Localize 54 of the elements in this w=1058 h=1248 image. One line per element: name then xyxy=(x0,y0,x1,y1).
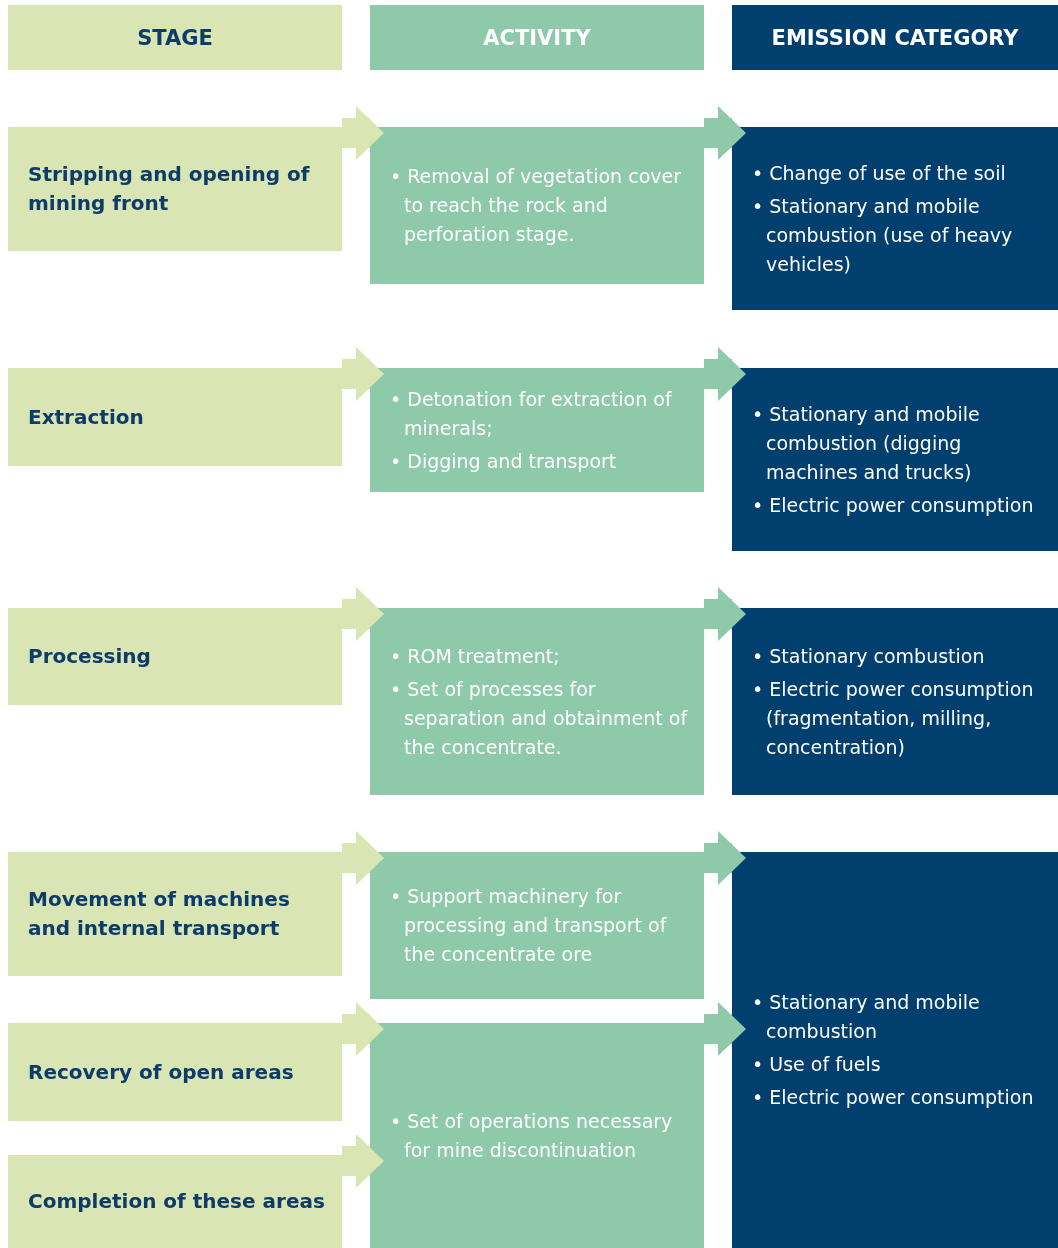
stage-box xyxy=(8,127,342,251)
emission-box xyxy=(732,368,1058,551)
stage-box xyxy=(8,852,342,976)
arrow xyxy=(342,347,384,401)
bullet-item: • Digging and transport xyxy=(390,448,618,474)
column-heading: EMISSION CATEGORY xyxy=(771,25,1019,50)
stage-box xyxy=(8,1155,342,1248)
stage-name: Stripping and opening of mining front xyxy=(28,161,311,217)
arrow xyxy=(704,347,746,401)
stage-name: Extraction xyxy=(28,403,145,431)
arrow xyxy=(342,1002,384,1056)
emission-box xyxy=(732,127,1058,310)
arrow xyxy=(342,831,384,885)
bullet-item: • Removal of vegetation cover to reach the rock and perforation stage. xyxy=(390,164,682,247)
bullet-item: • Detonation for extraction of minerals; xyxy=(390,386,673,441)
activity-box xyxy=(370,368,704,492)
emission-box xyxy=(732,852,1058,1248)
activity-box xyxy=(370,852,704,999)
activity-box xyxy=(370,608,704,795)
bullet-item: • Change of use of the soil xyxy=(752,160,1007,186)
bullet-item: • Stationary and mobile combustion (digging machines and trucks) xyxy=(752,401,981,485)
bullet-item: • Stationary and mobile combustion (use of heavy vehicles) xyxy=(752,193,1014,277)
stage-name: Recovery of open areas xyxy=(28,1058,295,1086)
arrow xyxy=(704,587,746,641)
column-header xyxy=(8,5,342,70)
column-header xyxy=(732,5,1058,70)
activity-box xyxy=(370,1023,704,1248)
emission-box xyxy=(732,608,1058,795)
bullet-item: • Stationary combustion xyxy=(752,643,986,669)
stage-name: Processing xyxy=(28,643,152,670)
arrow xyxy=(704,1002,746,1056)
arrow xyxy=(342,1134,384,1188)
column-header xyxy=(370,5,704,70)
bullet-item: • Use of fuels xyxy=(752,1052,882,1077)
bullet-item: • Support machinery for processing and transport of the concentrate ore xyxy=(390,884,668,967)
stage-box xyxy=(8,608,342,705)
column-heading: ACTIVITY xyxy=(483,25,591,50)
bullet-item: • Set of operations necessary for mine discontinuation xyxy=(390,1108,674,1163)
stage-name: Completion of these areas xyxy=(28,1188,326,1215)
column-heading: STAGE xyxy=(137,25,213,50)
arrow xyxy=(342,587,384,641)
arrow xyxy=(704,831,746,885)
bullet-item: • Electric power consumption (fragmentation, milling, concentration) xyxy=(752,676,1035,760)
stage-box xyxy=(8,368,342,466)
bullet-item: • Stationary and mobile combustion xyxy=(752,990,981,1044)
arrow xyxy=(342,106,384,160)
bullet-item: • Set of processes for separation and obtainment of the concentrate. xyxy=(390,676,689,760)
stage-box xyxy=(8,1023,342,1121)
activity-box xyxy=(370,127,704,284)
bullet-item: • Electric power consumption xyxy=(752,492,1035,518)
bullet-item: • ROM treatment; xyxy=(390,643,561,669)
arrow xyxy=(704,106,746,160)
stage-name: Movement of machines and internal transport xyxy=(28,886,291,942)
bullet-item: • Electric power consumption xyxy=(752,1085,1035,1110)
